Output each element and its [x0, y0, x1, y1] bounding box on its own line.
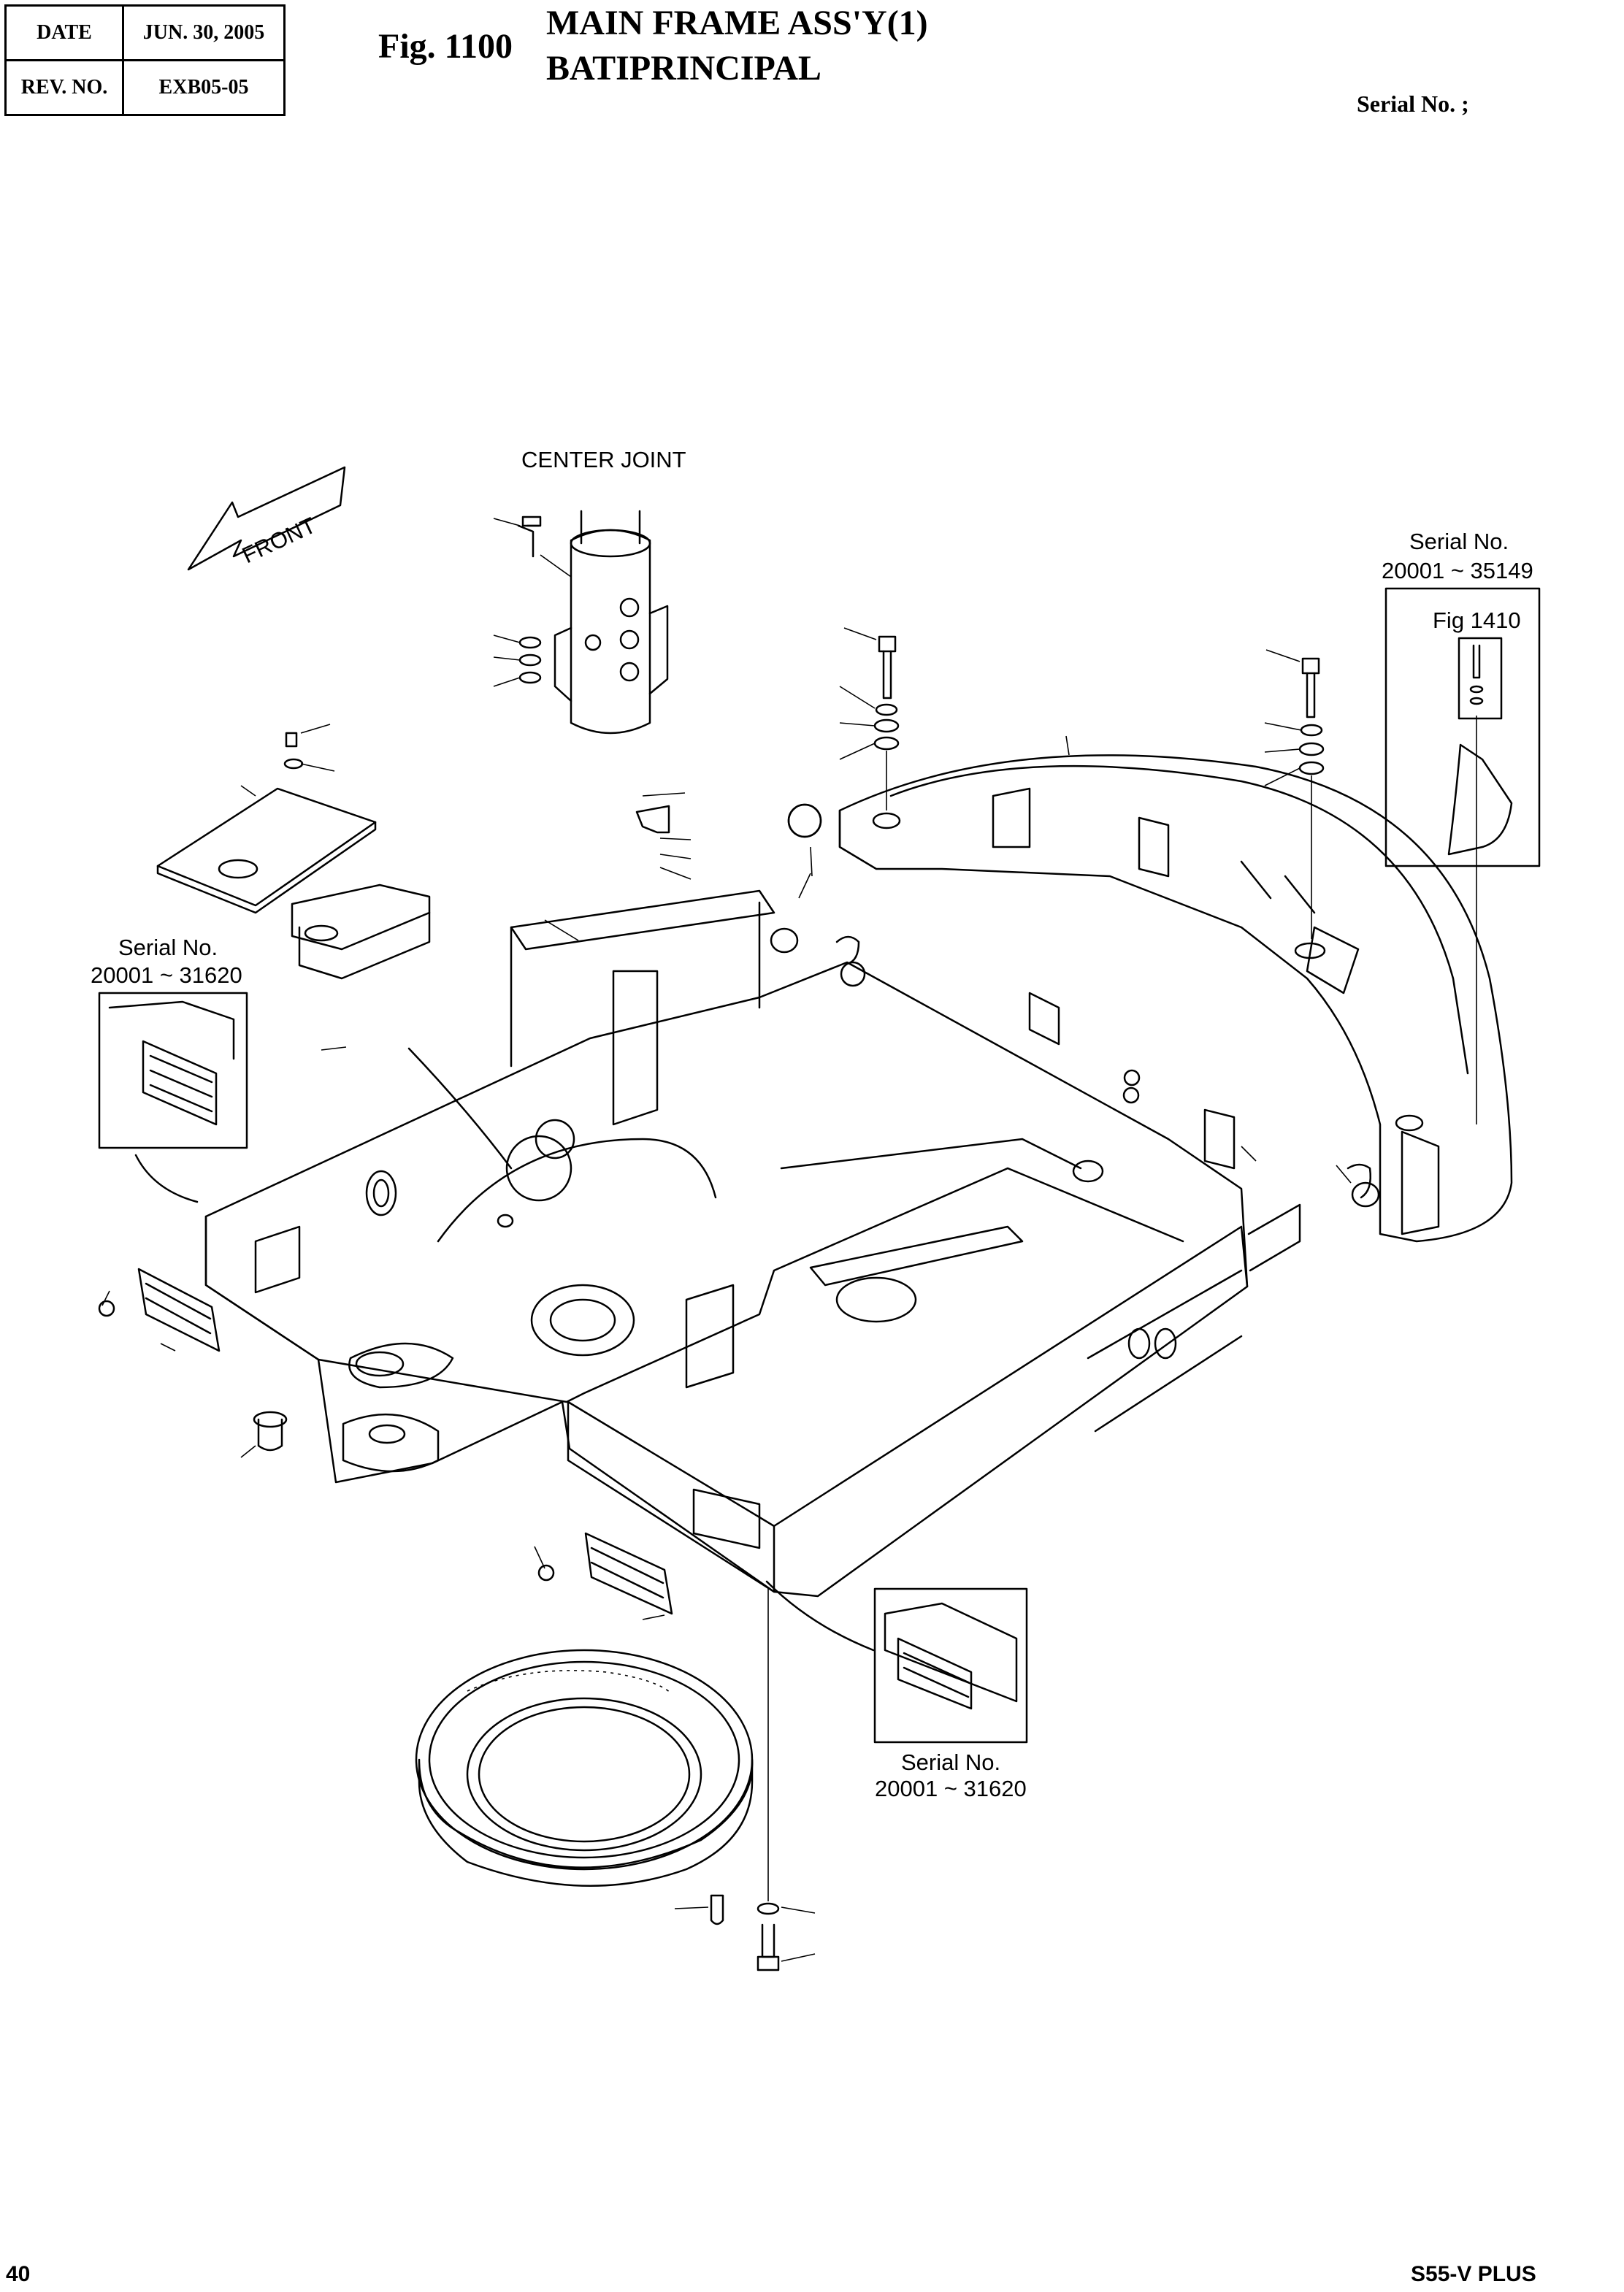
- bottom-serial-label: Serial No.: [901, 1749, 1000, 1775]
- model-name: S55-V PLUS: [1411, 2262, 1536, 2286]
- counterweight: [838, 754, 1513, 1243]
- counterweight-fig-ref: Fig 1410: [1433, 608, 1521, 633]
- title-french: BATIPRINCIPAL: [546, 49, 821, 88]
- rev-label: REV. NO.: [4, 59, 124, 116]
- rev-value: EXB05-05: [122, 59, 286, 116]
- swing-bearing: [415, 1649, 754, 1887]
- bottom-bolt: [674, 1589, 816, 1971]
- center-joint-label: CENTER JOINT: [521, 447, 686, 472]
- leader-lines: [321, 735, 1371, 1199]
- left-serial-inset: Serial No. 20001 ~ 31620: [91, 935, 248, 1203]
- page-number: 40: [6, 2262, 31, 2286]
- counterweight-serial-inset: Serial No. 20001 ~ 35149 Fig 1410: [1382, 529, 1541, 1124]
- floor-plate-group: [156, 724, 431, 980]
- front-arrow: FRONT: [187, 466, 346, 571]
- left-serial-label: Serial No.: [118, 935, 218, 960]
- counterweight-serial-label: Serial No.: [1409, 529, 1509, 554]
- date-value: JUN. 30, 2005: [122, 4, 286, 61]
- counterweight-bolts: [787, 627, 1325, 939]
- left-serial-range: 20001 ~ 31620: [91, 962, 242, 988]
- lower-left-parts: [98, 1268, 673, 1620]
- revision-table: DATE JUN. 30, 2005 REV. NO. EXB05-05: [4, 4, 286, 116]
- title-english: MAIN FRAME ASS'Y(1): [546, 4, 928, 42]
- center-joint-group: CENTER JOINT: [493, 447, 686, 735]
- counterweight-serial-range: 20001 ~ 35149: [1382, 558, 1533, 583]
- date-label: DATE: [4, 4, 124, 61]
- bottom-serial-inset: Serial No. 20001 ~ 31620: [407, 1047, 1028, 1801]
- serial-number-label: Serial No. ;: [1357, 91, 1469, 117]
- figure-number: Fig. 1100: [378, 27, 513, 66]
- bottom-serial-range: 20001 ~ 31620: [875, 1776, 1027, 1801]
- main-frame: [204, 889, 1380, 1598]
